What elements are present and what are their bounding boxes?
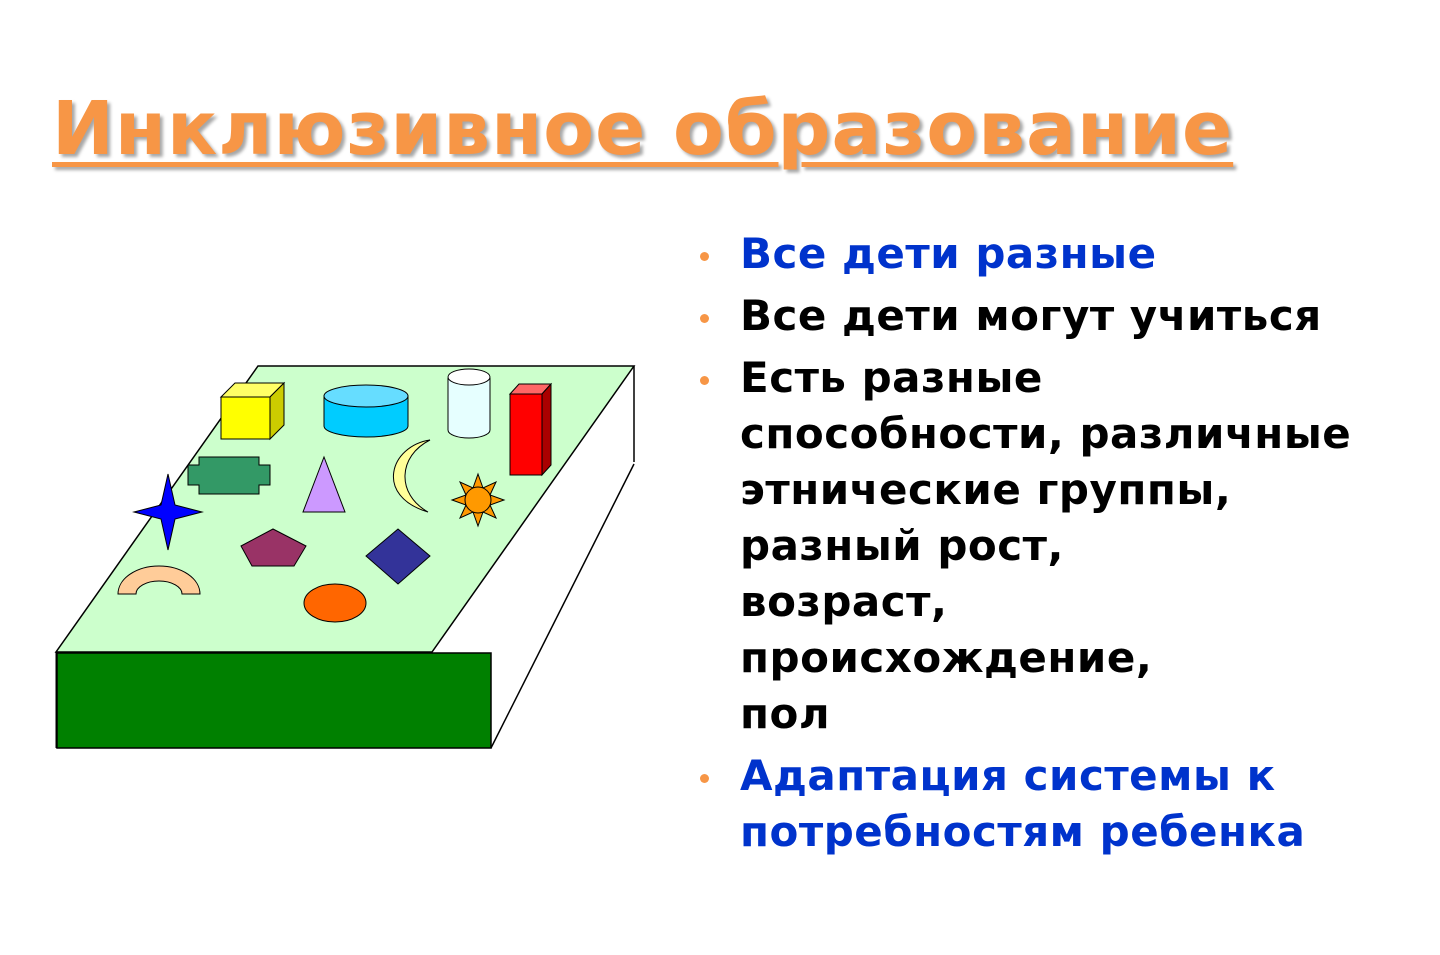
bullet-line: разный рост, — [740, 521, 1064, 570]
bullet-item: Все дети разные — [700, 226, 1420, 282]
table-front — [56, 652, 492, 749]
crescent-moon-shape — [392, 439, 431, 513]
table-side-edge — [490, 463, 635, 749]
slide-title: Инклюзивное образование — [52, 86, 1234, 172]
bullet-line: Все дети разные — [740, 229, 1157, 278]
bullet-line: пол — [740, 689, 831, 738]
bullet-line: способности, различные — [740, 409, 1352, 458]
bullet-line: Адаптация системы к — [740, 751, 1276, 800]
bullet-marker — [700, 376, 709, 385]
bullet-item: Есть разные способности, различные этничес… — [700, 350, 1420, 742]
triangle-shape — [302, 455, 346, 513]
bullet-line: Все дети могут учиться — [740, 291, 1322, 340]
sun-shape — [450, 472, 506, 528]
bullet-item: Все дети могут учиться — [700, 288, 1420, 344]
bullet-line: возраст, — [740, 577, 948, 626]
bullet-marker — [700, 774, 709, 783]
pentagon-shape — [240, 528, 307, 567]
bullet-line: происхождение, — [740, 633, 1153, 682]
diamond-shape — [365, 528, 431, 585]
ellipse-shape — [303, 583, 367, 623]
rectangular-prism-shape — [508, 382, 553, 477]
rounded-plate-shape — [187, 456, 271, 495]
bullet-marker — [700, 314, 709, 323]
shapes-table-illustration — [54, 365, 636, 749]
cube-shape — [219, 381, 286, 441]
glass-shape — [447, 368, 491, 439]
bullet-line: этнические группы, — [740, 465, 1232, 514]
table-top — [54, 365, 636, 653]
arch-shape — [117, 565, 201, 595]
four-pointed-star-shape — [132, 473, 204, 551]
cylinder-shape — [323, 384, 409, 438]
bullet-item: Адаптация системы к потребностям ребенка — [700, 748, 1420, 860]
bullet-line: Есть разные — [740, 353, 1043, 402]
bullet-marker — [700, 252, 709, 261]
bullet-line: потребностям ребенка — [740, 807, 1306, 856]
